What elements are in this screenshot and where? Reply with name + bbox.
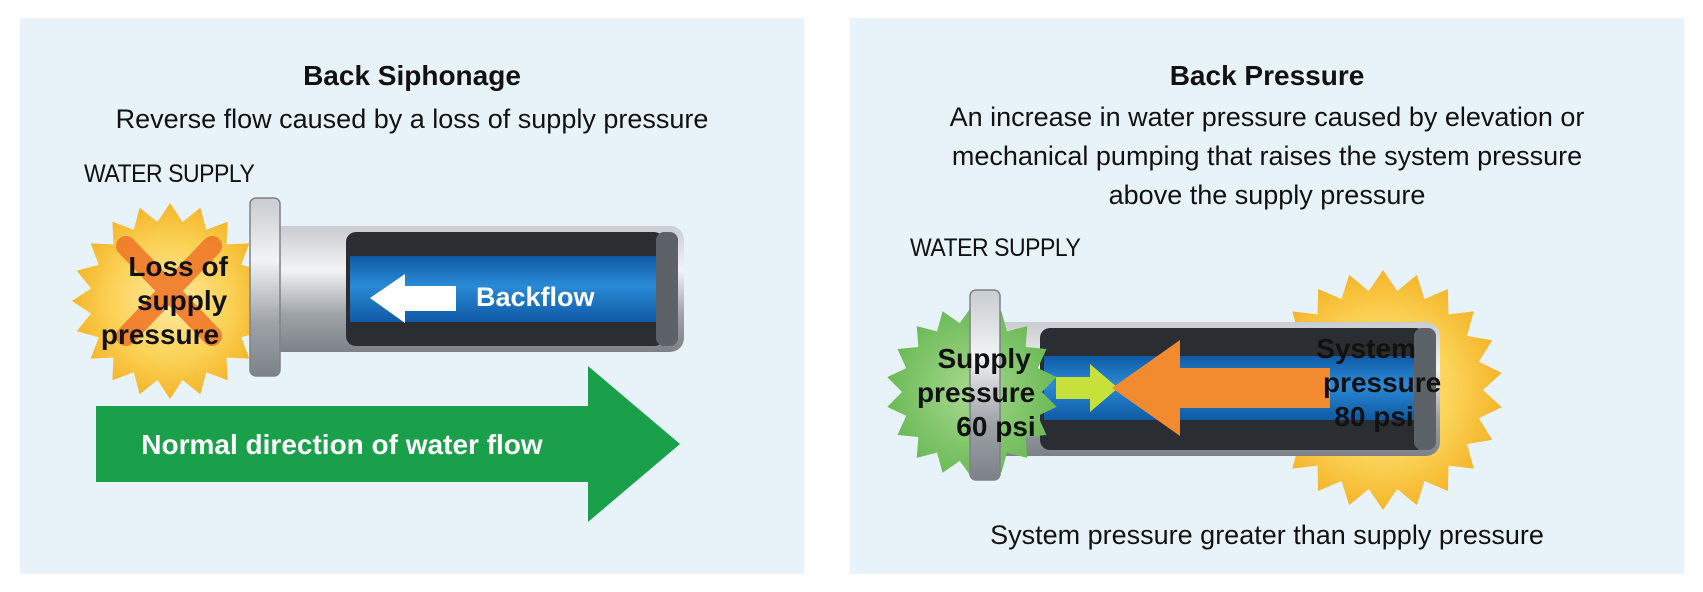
panel-title: Back Siphonage — [303, 60, 521, 91]
right-arrow-icon — [1056, 364, 1118, 412]
water-supply-label: WATER SUPPLY — [84, 160, 255, 188]
x-mark-icon — [116, 236, 222, 346]
pipe — [249, 197, 684, 377]
back-siphonage-panel: Back Siphonage Reverse flow caused by a … — [20, 18, 804, 574]
burst-text: Loss of supply pressure — [101, 251, 236, 350]
subtitle-line-3: above the supply pressure — [1108, 180, 1426, 210]
right-arrow-icon — [96, 366, 680, 522]
left-arrow-icon — [370, 274, 456, 323]
subtitle-line-1: An increase in water pressure caused by … — [949, 102, 1585, 132]
back-siphonage-diagram: Loss of supply pressure Backflow Normal … — [72, 197, 684, 522]
subtitle-line-2: mechanical pumping that raises the syste… — [951, 141, 1583, 171]
panel-subtitle: Reverse flow caused by a loss of supply … — [115, 104, 709, 134]
pipe-flange — [969, 289, 1001, 481]
back-pressure-panel: Back Pressure An increase in water press… — [850, 18, 1684, 574]
supply-burst-text: Supply pressure 60 psi — [917, 343, 1043, 442]
bottom-note: System pressure greater than supply pres… — [990, 520, 1544, 550]
water-supply-label: WATER SUPPLY — [910, 234, 1081, 262]
back-pressure-diagram: Supply pressure 60 psi System pressure 8… — [887, 270, 1502, 510]
backflow-label: Backflow — [476, 282, 596, 312]
left-arrow-icon — [1112, 340, 1330, 436]
system-burst-text: System pressure 80 psi — [1316, 333, 1449, 432]
normal-flow-label: Normal direction of water flow — [141, 429, 543, 460]
panel-title: Back Pressure — [1169, 60, 1365, 91]
